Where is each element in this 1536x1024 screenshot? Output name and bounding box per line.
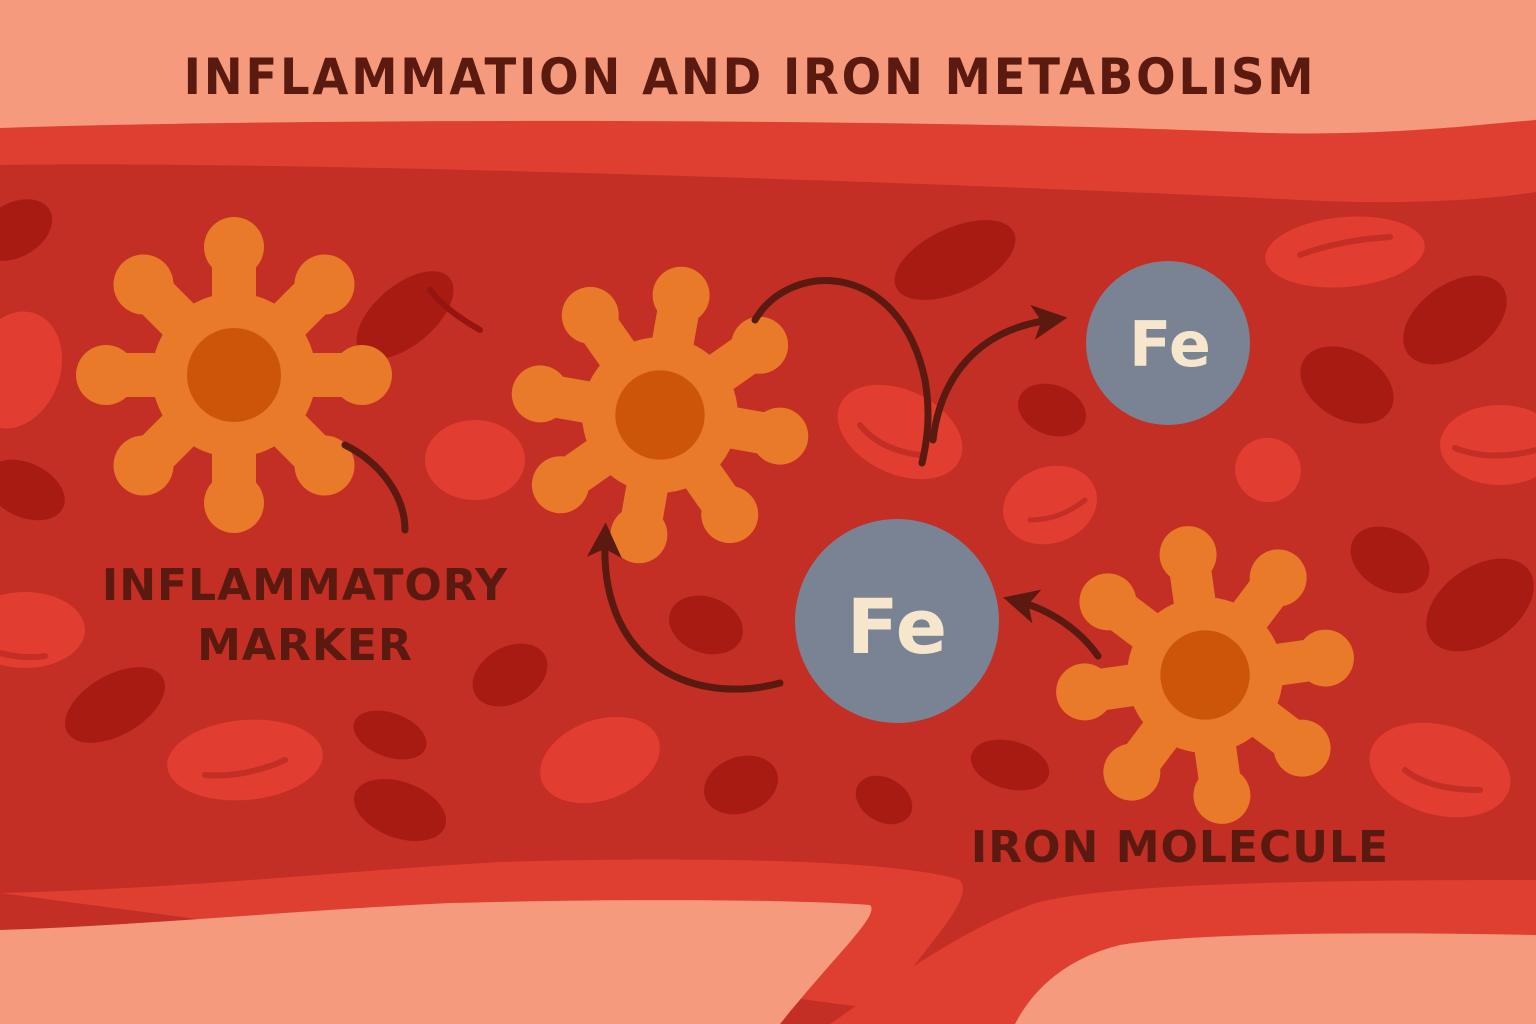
label-inflammatory-marker: INFLAMMATORY MARKER bbox=[80, 556, 530, 676]
arrow-cell-to-iron-lower bbox=[1003, 589, 1102, 660]
diagram-title: INFLAMMATION AND IRON METABOLISM bbox=[183, 48, 1317, 106]
pointer-line-inflammatory bbox=[341, 441, 409, 534]
iron-symbol-upper: Fe bbox=[1129, 308, 1211, 381]
iron-atom-upper bbox=[1086, 261, 1250, 425]
inflammatory-cell bbox=[76, 217, 392, 533]
arrow-iron-to-cell bbox=[586, 522, 784, 693]
lower-tissue-right bbox=[1015, 933, 1536, 1024]
label-line-2: MARKER bbox=[197, 620, 413, 671]
arrow-to-iron-upper bbox=[929, 304, 1068, 444]
label-line-1: INFLAMMATORY bbox=[101, 560, 509, 611]
red-blood-cells bbox=[0, 199, 1536, 842]
arrows bbox=[341, 277, 1102, 693]
iron-symbol-lower: Fe bbox=[846, 582, 948, 671]
arrow-cell-to-rbc bbox=[751, 277, 932, 467]
label-iron-molecule: IRON MOLECULE bbox=[970, 822, 1390, 873]
iron-atom-lower bbox=[795, 519, 999, 723]
lower-tissue-left bbox=[0, 900, 872, 1024]
